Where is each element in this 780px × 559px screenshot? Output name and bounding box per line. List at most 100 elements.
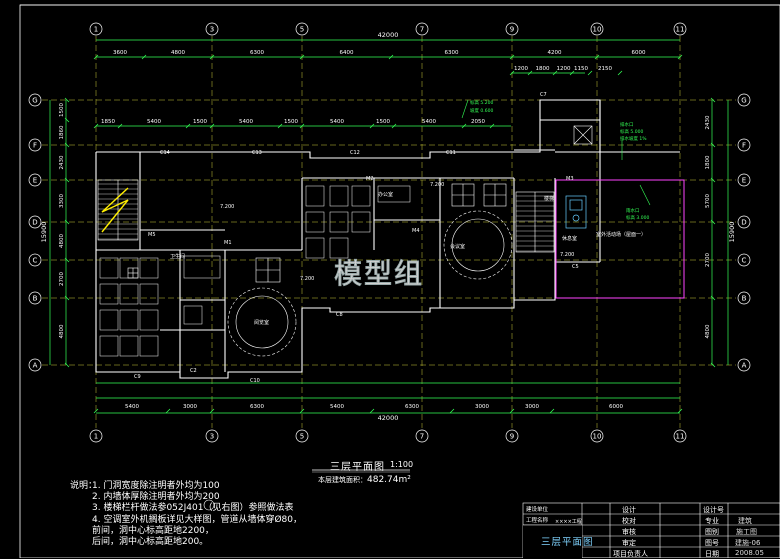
desk	[305, 211, 325, 233]
axis-bubble-left-circle	[28, 215, 42, 229]
dim-tick	[165, 408, 171, 414]
tb-value-number: 建施-06	[735, 539, 761, 547]
dim-tick	[93, 54, 99, 60]
dim-tick	[509, 70, 515, 76]
desk	[139, 283, 159, 305]
dim-tick	[617, 70, 623, 76]
axis-bubble-top-circle	[415, 22, 429, 36]
dim-bottom-outer: 5400	[125, 404, 139, 410]
axis-bubble-bottom-label: 1	[94, 433, 98, 441]
tb-value-date: 2008.05	[735, 549, 764, 557]
axis-bubble-left-label: D	[32, 219, 37, 227]
dim-top-outer: 4800	[171, 50, 185, 56]
dim-tick	[93, 408, 99, 414]
annotation-texts: 标高 5.200 坡度 0.600 排水口 标高 5.000 排水坡度 1% 雨…	[470, 99, 649, 221]
axis-bubble-right-label: E	[742, 177, 746, 185]
dim-tick	[64, 142, 70, 148]
axis-bubble-top-circle	[673, 22, 687, 36]
dim-tick	[527, 70, 533, 76]
dim-tick	[710, 362, 716, 368]
dim-top-inner: 5400	[422, 119, 436, 125]
axis-bubble-right-circle	[737, 93, 751, 107]
desk	[305, 185, 325, 207]
desk	[99, 257, 119, 279]
tb-value-stage: 施工图	[736, 528, 757, 536]
room-label: 阅览室	[254, 319, 269, 326]
design-notes: 说明： 1. 门洞宽度除注明者外均为100 2. 内墙体厚除注明者外均为200 …	[70, 481, 302, 548]
door-label: M4	[412, 228, 420, 234]
dim-top-inner: 2050	[471, 119, 485, 125]
title-block-name-cell	[523, 525, 582, 558]
sheet-title: 三层平面图	[330, 462, 385, 473]
desk	[351, 211, 371, 233]
dim-tick	[277, 123, 283, 129]
dim-top-inner: 5400	[239, 119, 253, 125]
axis-bubble-right-label: G	[741, 97, 746, 105]
axis-bubble-left-label: E	[33, 177, 37, 185]
axis-bubble-right-circle	[737, 253, 751, 267]
svg-text:坡度 0.600: 坡度 0.600	[470, 107, 493, 114]
note-line: 1. 门洞宽度除注明者外均为100	[92, 481, 220, 491]
stair-left	[97, 179, 139, 241]
axis-bubble-left-label: A	[33, 362, 38, 370]
axis-bubble-bottom-label: 3	[210, 433, 214, 441]
desk	[377, 185, 411, 203]
annotation-leaders	[461, 99, 651, 206]
svg-text:标高 3.000: 标高 3.000	[626, 214, 649, 221]
window-label: C13	[252, 150, 262, 156]
axis-bubble-top-label: 1	[94, 26, 98, 34]
axis-bubble-bottom-label: 5	[300, 433, 304, 441]
tb-project-small: ××××工程	[555, 519, 582, 525]
dim-tick	[209, 408, 215, 414]
dim-top-upper: 1200	[514, 66, 528, 72]
dim-top-outer: 6300	[250, 50, 264, 56]
note-line: 4. 空调室外机搁板详见大样图，管道从墙体穿Ø80，	[92, 514, 302, 525]
dim-tick	[489, 123, 495, 129]
dim-tick	[509, 54, 515, 60]
tb-label: 图别	[705, 528, 719, 536]
axis-bubble-bottom-circle	[415, 429, 429, 443]
dim-top-upper: 1150	[574, 66, 588, 72]
tb-label: 图号	[705, 539, 719, 547]
dim-top-inner: 1500	[376, 119, 390, 125]
window-label: C9	[134, 374, 141, 380]
dim-tick	[710, 177, 716, 183]
dim-tick	[299, 123, 305, 129]
dim-tick	[594, 54, 600, 60]
dim-tick	[710, 142, 716, 148]
desk	[329, 185, 349, 207]
axis-bubble-right-label: D	[741, 219, 746, 227]
axis-bubble-right-circle	[737, 173, 751, 187]
dim-tick	[299, 408, 305, 414]
tb-label: 审核	[622, 528, 636, 536]
dim-top-inner: 1850	[101, 119, 115, 125]
axis-bubble-top-circle	[505, 22, 519, 36]
dim-tick	[93, 123, 99, 129]
dim-tick	[677, 54, 683, 60]
cyan-equipment	[565, 195, 587, 229]
axis-bubble-left-circle	[28, 253, 42, 267]
room-label: 室外活动场（屋面一）	[596, 231, 646, 238]
dim-top-inner: 5400	[330, 119, 344, 125]
overall-depth-right: 15900	[728, 222, 736, 243]
axis-bubble-left-label: F	[33, 142, 37, 150]
axis-bubble-bottom-label: 11	[676, 433, 685, 441]
dim-right-inner: 4800	[705, 324, 711, 338]
window-label: C14	[160, 150, 170, 156]
window-panes	[127, 183, 507, 283]
window-label: C11	[446, 150, 456, 156]
axis-bubble-left-circle	[28, 173, 42, 187]
conference-tables	[227, 210, 513, 357]
tb-label: 日期	[705, 550, 719, 558]
room-label: 卫生间	[170, 253, 185, 260]
axis-bubble-left-circle	[28, 138, 42, 152]
door-label: M3	[566, 176, 574, 182]
elevation-label: 7.200	[300, 276, 314, 282]
dim-bottom-outer: 3000	[525, 404, 539, 410]
axis-bubble-right-label: A	[742, 362, 747, 370]
room-label: 办公室	[378, 191, 393, 198]
dim-tick	[117, 123, 123, 129]
roof-terrace-outline	[555, 179, 685, 299]
dim-left-inner: 2700	[59, 272, 65, 286]
